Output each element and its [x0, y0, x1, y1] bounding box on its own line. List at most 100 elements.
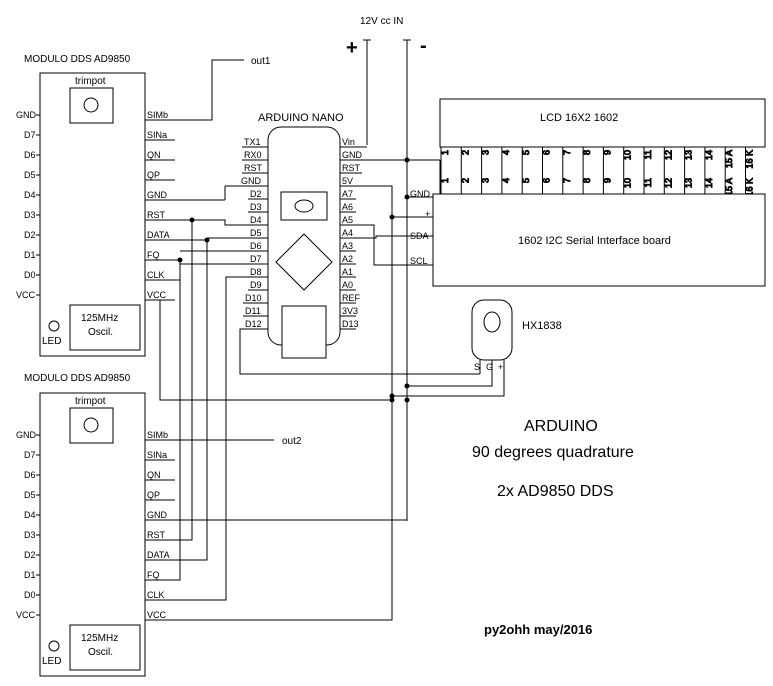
dds2-pin-left: D1 [24, 570, 36, 580]
power-minus: - [420, 35, 427, 57]
dds1-pin-right: RST [147, 210, 166, 220]
dds2-pin-left: D4 [24, 510, 36, 520]
nano-pin-left: D7 [250, 254, 262, 264]
nano-pin-right: A7 [342, 189, 353, 199]
lcd-pin-label-top: 8 [582, 150, 592, 155]
junctions [177, 157, 410, 403]
dds2-osc-line2: Oscil. [88, 647, 113, 658]
dds2-pin-right: DATA [147, 550, 170, 560]
nano-pin-left: D10 [245, 293, 262, 303]
i2c-board: 1602 I2C Serial Interface board GND + SD… [410, 189, 766, 287]
nano-pin-right: A1 [342, 267, 353, 277]
dds2-osc-line1: 125MHz [81, 633, 118, 644]
lcd-box [439, 98, 766, 148]
wiring [159, 146, 505, 621]
ir-pin: S [474, 362, 480, 372]
nano-pin-right: A5 [342, 215, 353, 225]
dds2-pin-left: D7 [24, 450, 36, 460]
dds2-trimpot-label: trimpot [75, 396, 106, 407]
lcd-pin-label-top: 9 [602, 150, 612, 155]
dds1-pin-left: GND [16, 110, 37, 120]
nano-pin-left: D8 [250, 267, 262, 277]
nano-pin-left: GND [241, 176, 262, 186]
dds2-pin-right: FQ [147, 570, 160, 580]
i2c-pin-label-bottom: 7 [562, 178, 572, 183]
nano-pin-right: REF [342, 293, 361, 303]
nano-title: ARDUINO NANO [258, 112, 344, 124]
nano-pin-right: A2 [342, 254, 353, 264]
nano-pin-right: D13 [342, 319, 359, 329]
dds1-pin-right: FQ [147, 250, 160, 260]
dds2-pin-right: SIMb [147, 430, 168, 440]
lcd-pin-label-top: 7 [562, 150, 572, 155]
dds2-pin-left: D6 [24, 470, 36, 480]
dds1-pin-left: D4 [24, 190, 36, 200]
dds2-pin-right: VCC [147, 610, 167, 620]
nano-pin-left: RX0 [244, 150, 262, 160]
out1-label: out1 [251, 56, 271, 67]
dds1-pin-right: VCC [147, 290, 167, 300]
nano-pin-left: D3 [250, 202, 262, 212]
dds1-pin-right: DATA [147, 230, 170, 240]
lcd-display: LCD 16X2 1602 11223344556677889910101111… [439, 98, 766, 197]
i2c-pin-label-bottom: 1 [440, 178, 450, 183]
dds2-pin-right: CLK [147, 590, 165, 600]
lcd-pin-label-top: 12 [663, 150, 673, 160]
nano-pin-right: A0 [342, 280, 353, 290]
dds-module-1: MODULO DDS AD9850 trimpot 125MHz Oscil. … [16, 54, 271, 357]
i2c-pin-label-bottom: 6 [542, 178, 552, 183]
dds1-pin-right: SINa [147, 130, 167, 140]
dds2-pin-right: RST [147, 530, 166, 540]
nano-pin-right: A4 [342, 228, 353, 238]
ir-pin: + [498, 362, 503, 372]
dds2-pin-left: D2 [24, 550, 36, 560]
dds2-pin-left: D0 [24, 590, 36, 600]
led-icon [48, 320, 60, 332]
power-plus: + [346, 37, 358, 59]
trimpot-icon [83, 97, 99, 113]
nano-pin-right: GND [342, 150, 363, 160]
nano-pin-right: 5V [342, 176, 353, 186]
dds1-pin-left: D0 [24, 270, 36, 280]
lcd-pin-label-top: 2 [460, 150, 470, 155]
i2c-pin-label-bottom: 16 K [745, 178, 755, 197]
lcd-pin-label-top: 10 [623, 150, 633, 160]
power-label: 12V cc IN [360, 16, 403, 27]
dds1-pin-left: D6 [24, 150, 36, 160]
lcd-pin-label-top: 15 A [724, 150, 734, 168]
i2c-pin-label-bottom: 14 [704, 178, 714, 188]
reset-button-icon [294, 199, 314, 213]
led-icon [48, 640, 60, 652]
out2-label: out2 [282, 436, 302, 447]
dds2-led-label: LED [42, 656, 61, 667]
nano-pin-left: RST [244, 163, 263, 173]
i2c-pin-label-bottom: 15 A [724, 178, 734, 196]
dds2-pin-right: QN [147, 470, 161, 480]
i2c-pin-label-bottom: 5 [521, 178, 531, 183]
lcd-pin-label-top: 1 [440, 150, 450, 155]
dds1-pin-left: D5 [24, 170, 36, 180]
nano-pin-right: Vin [342, 137, 355, 147]
caption: ARDUINO 90 degrees quadrature 2x AD9850 … [472, 418, 634, 637]
i2c-title: 1602 I2C Serial Interface board [518, 235, 671, 247]
dds1-led-label: LED [42, 336, 61, 347]
i2c-pin-label-bottom: 10 [623, 178, 633, 188]
dds2-oscillator [69, 624, 141, 671]
nano-pin-right: 3V3 [342, 306, 358, 316]
dds2-pin-left: VCC [16, 610, 36, 620]
lcd-pin-label-top: 16 K [745, 150, 755, 169]
i2c-pin: SCL [410, 256, 428, 266]
dds1-title: MODULO DDS AD9850 [24, 54, 131, 65]
i2c-pin-label-bottom: 12 [663, 178, 673, 188]
dds1-pin-right: CLK [147, 270, 165, 280]
i2c-pin-label-bottom: 11 [643, 178, 653, 187]
nano-pin-left: D12 [245, 319, 262, 329]
dds2-pin-right: SINa [147, 450, 167, 460]
dds1-pin-left: D2 [24, 230, 36, 240]
ir-pin: G [486, 362, 493, 372]
nano-pin-left: D4 [250, 215, 262, 225]
dds1-pin-left: D3 [24, 210, 36, 220]
dds1-pin-right: GND [147, 190, 168, 200]
i2c-pin-label-bottom: 9 [602, 178, 612, 183]
dds2-pin-left: D5 [24, 490, 36, 500]
